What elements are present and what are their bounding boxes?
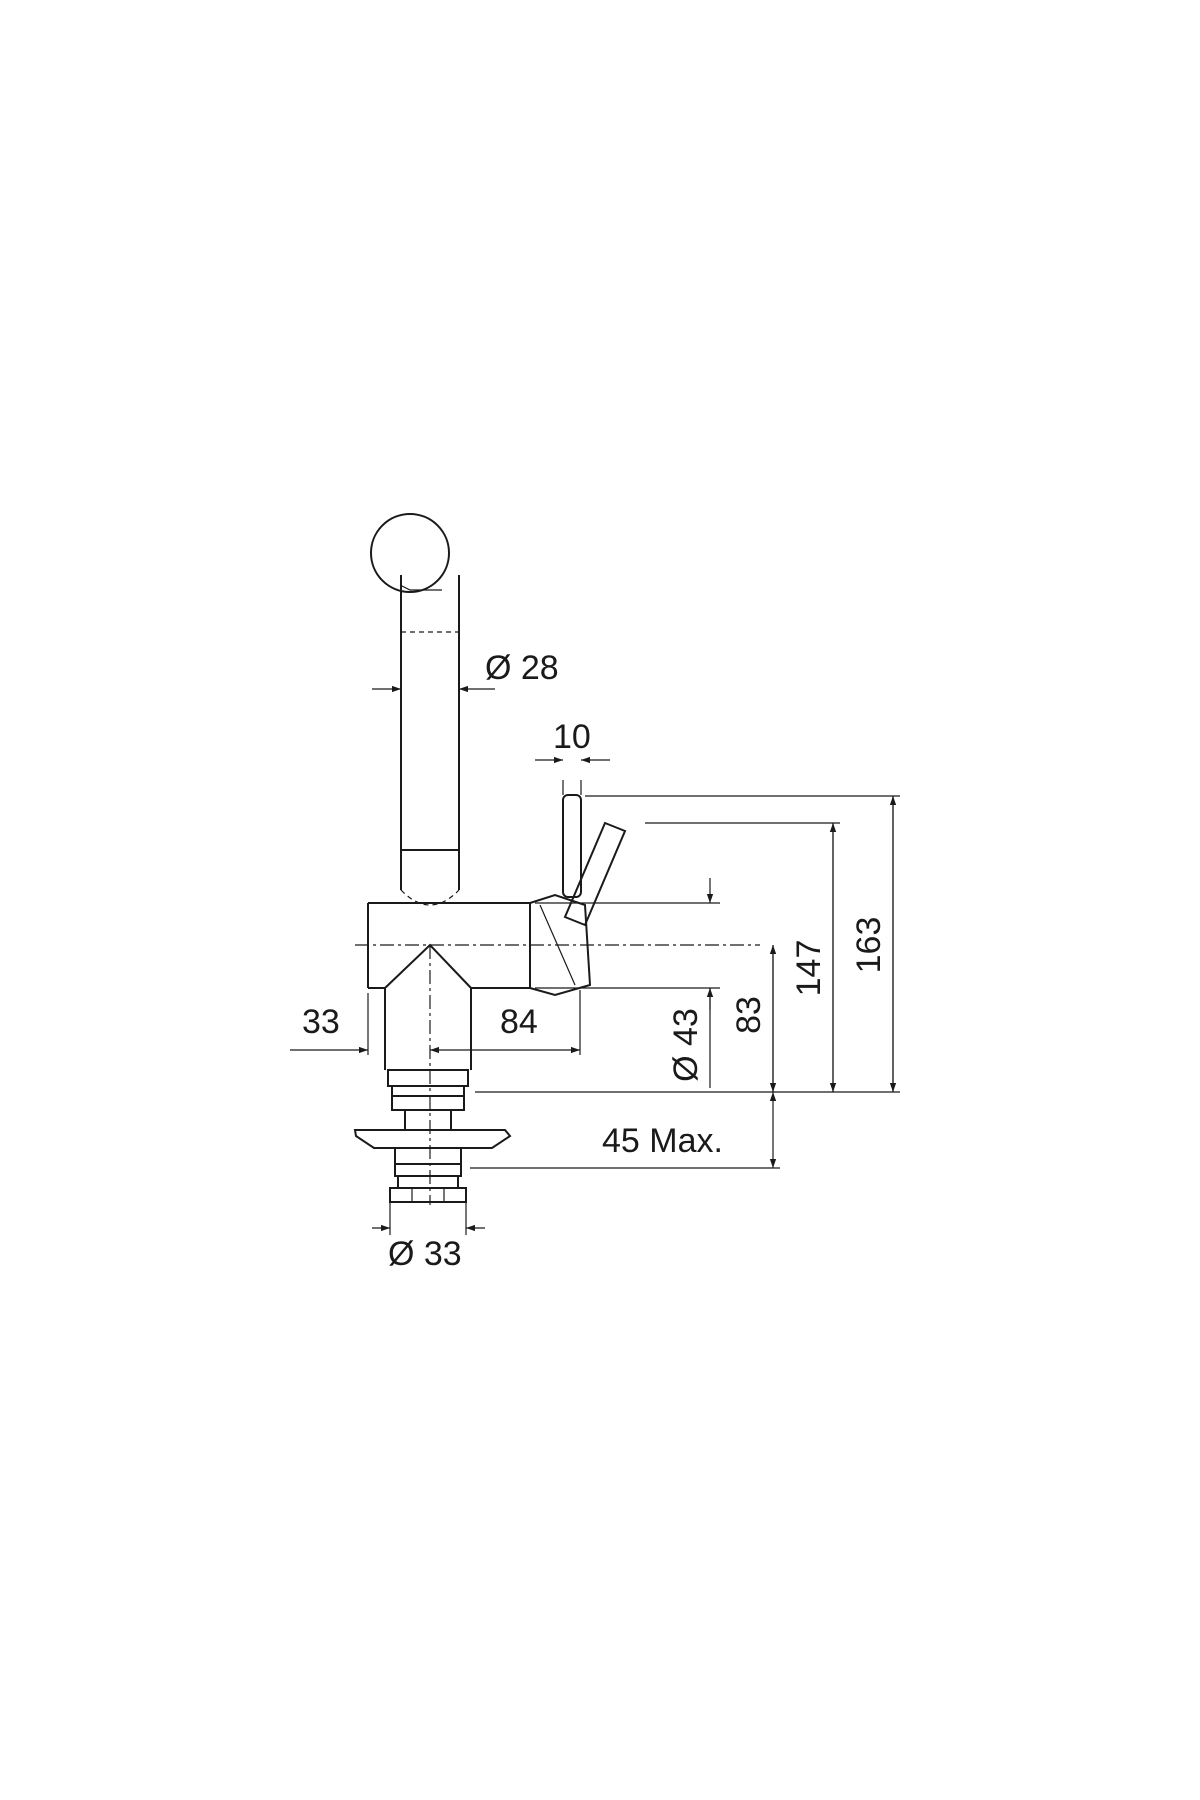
dim-spout-height: 147 [790,823,837,1092]
dim-spout-diameter: Ø 28 [372,649,559,693]
mounting-plate [353,1129,512,1189]
label-lever-height: 163 [850,917,888,974]
dim-lever-height: 163 [850,796,897,1092]
label-max-deck: 45 Max. [602,1122,723,1160]
dim-body-height: 83 [730,945,777,1092]
spout-cap [370,513,450,593]
label-lever-width: 10 [553,718,591,756]
label-body-diameter: Ø 43 [667,1008,705,1082]
spout-tube [400,575,460,906]
dim-body-diameter: Ø 43 [667,878,714,1088]
faucet-outline [353,513,760,1205]
label-reach: 84 [500,1003,538,1041]
dim-horizontal-offsets: 33 84 [290,990,581,1055]
dim-shank-diameter: Ø 33 [372,1202,485,1273]
label-body-height: 83 [730,996,768,1034]
label-spout-diameter: Ø 28 [485,649,559,687]
dim-max-deck: 45 Max. [602,1092,777,1168]
shank [384,988,472,1131]
nut [389,1187,467,1203]
label-spout-height: 147 [790,940,828,997]
label-left-offset: 33 [302,1003,340,1041]
label-shank-diameter: Ø 33 [388,1235,462,1273]
spout-cap-detail [399,584,442,591]
lever [562,794,627,927]
dim-lever-width: 10 [535,718,610,795]
